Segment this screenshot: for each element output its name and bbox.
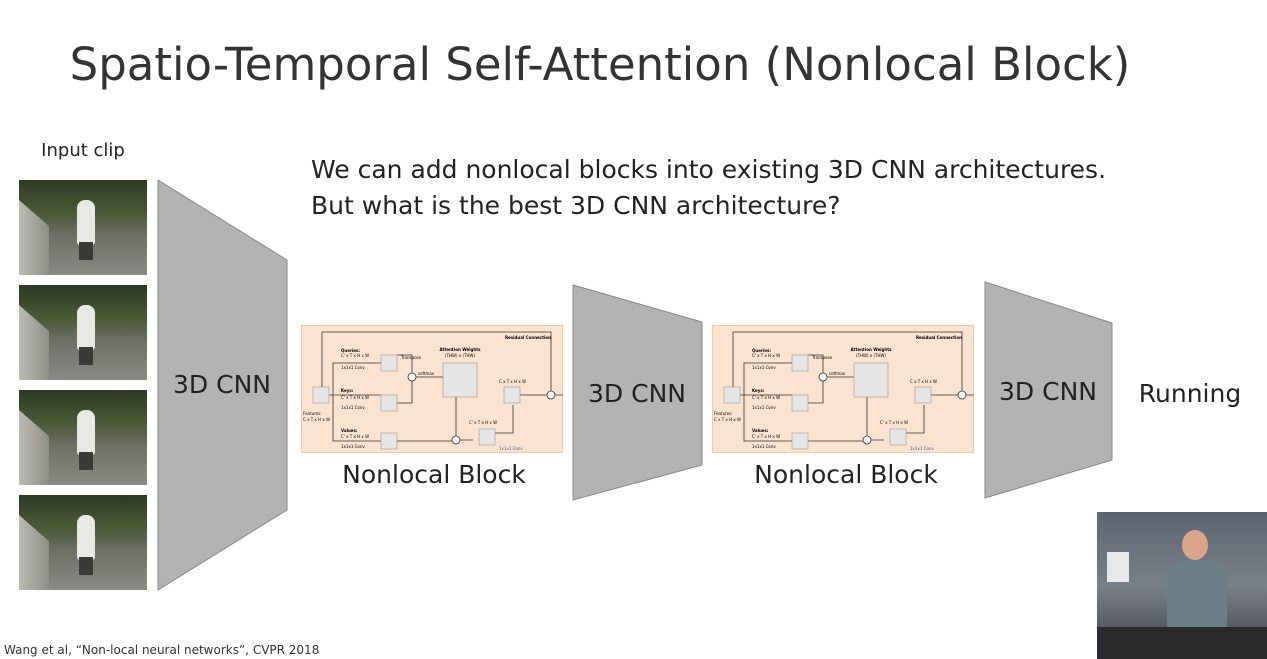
- attention-dim: (THW) x (THW): [856, 353, 886, 358]
- queries-label: Queries:: [752, 348, 771, 353]
- output-label: Running: [1139, 379, 1241, 408]
- intro-line: We can add nonlocal blocks into existing…: [311, 155, 1107, 184]
- queries-dim: C' x T x H x W: [341, 353, 369, 358]
- values-label: Values:: [341, 428, 358, 433]
- keys-label: Keys:: [752, 388, 765, 393]
- values-label: Values:: [752, 428, 769, 433]
- features-label: Features:: [303, 411, 322, 416]
- cnn-label-1: 3D CNN: [173, 370, 271, 399]
- cnn-trapezoid-1: [157, 179, 288, 591]
- nonlocal-block-2: Residual Connection Queries: C' x T x H …: [712, 325, 974, 453]
- speaker-webcam: [1097, 512, 1267, 659]
- nonlocal-diagram: Residual Connection Queries: C' x T x H …: [301, 325, 563, 453]
- cnn-trapezoid-2: [572, 284, 703, 501]
- input-clip-label: Input clip: [41, 140, 125, 161]
- queries-label: Queries:: [341, 348, 360, 353]
- keys-dim: C' x T x H x W: [341, 395, 369, 400]
- citation: Wang et al, “Non-local neural networks”,…: [4, 643, 320, 657]
- clip-frame: [19, 390, 147, 485]
- features-dim: C x T x H x W: [303, 417, 330, 422]
- queries-conv: 1x1x1 Conv: [752, 365, 776, 370]
- keys-dim: C' x T x H x W: [752, 395, 780, 400]
- features-dim: C x T x H x W: [714, 417, 741, 422]
- nonlocal-label-1: Nonlocal Block: [342, 460, 526, 489]
- keys-conv: 1x1x1 Conv: [341, 405, 365, 410]
- softmax-label: softmax: [418, 371, 435, 376]
- features-label: Features:: [714, 411, 733, 416]
- queries-conv: 1x1x1 Conv: [341, 365, 365, 370]
- values-conv: 1x1x1 Conv: [341, 444, 365, 449]
- cnn-trapezoid-3: [984, 281, 1113, 499]
- intro-line: But what is the best 3D CNN architecture…: [311, 191, 841, 220]
- clip-frame: [19, 180, 147, 275]
- output-dim: C x T x H x W: [499, 379, 526, 384]
- attention-dim: (THW) x (THW): [445, 353, 475, 358]
- clip-frame: [19, 285, 147, 380]
- values-conv: 1x1x1 Conv: [752, 444, 776, 449]
- keys-conv: 1x1x1 Conv: [752, 405, 776, 410]
- attention-label: Attention Weights: [850, 347, 892, 352]
- clip-frame: [19, 495, 147, 590]
- softmax-label: softmax: [829, 371, 846, 376]
- intro-text: We can add nonlocal blocks into existing…: [311, 152, 1106, 224]
- output-dim-prime: C' x T x H x W: [469, 420, 497, 425]
- keys-label: Keys:: [341, 388, 354, 393]
- transpose-label: Transpose: [400, 355, 422, 360]
- nonlocal-diagram: Residual Connection Queries: C' x T x H …: [712, 325, 974, 453]
- nonlocal-block-1: Residual Connection Queries: C' x T x H …: [301, 325, 563, 453]
- slide-title: Spatio-Temporal Self-Attention (Nonlocal…: [69, 38, 1131, 91]
- output-dim: C x T x H x W: [910, 379, 937, 384]
- residual-label: Residual Connection: [505, 335, 551, 340]
- transpose-label: Transpose: [811, 355, 833, 360]
- nonlocal-label-2: Nonlocal Block: [754, 460, 938, 489]
- output-conv: 1x1x1 Conv: [499, 446, 523, 451]
- queries-dim: C' x T x H x W: [752, 353, 780, 358]
- cnn-label-2: 3D CNN: [588, 379, 686, 408]
- values-dim: C' x T x H x W: [752, 434, 780, 439]
- output-conv: 1x1x1 Conv: [910, 446, 934, 451]
- residual-label: Residual Connection: [916, 335, 962, 340]
- cnn-label-3: 3D CNN: [999, 377, 1097, 406]
- values-dim: C' x T x H x W: [341, 434, 369, 439]
- output-dim-prime: C' x T x H x W: [880, 420, 908, 425]
- attention-label: Attention Weights: [439, 347, 481, 352]
